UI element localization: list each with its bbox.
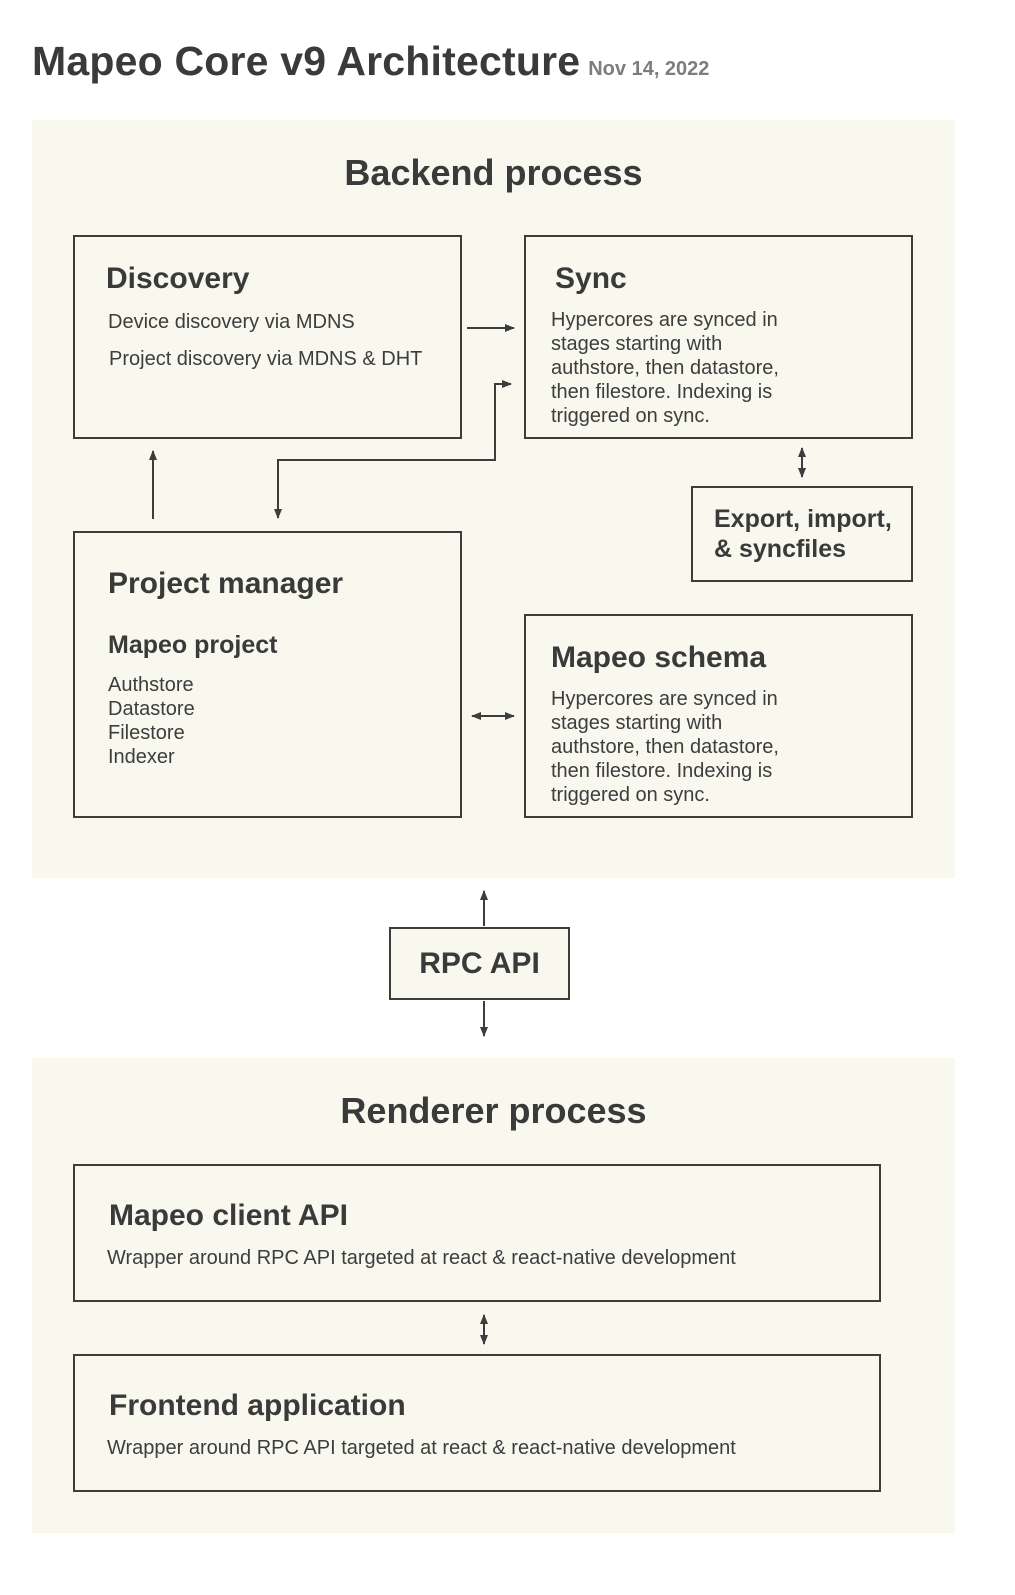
store-item: Indexer [108,746,175,768]
mapeo-schema-description: Hypercores are synced in stages starting… [551,688,779,806]
store-item: Filestore [108,722,185,744]
frontend-application-title: Frontend application [109,1389,406,1422]
page-header: Mapeo Core v9 Architecture Nov 14, 2022 [32,38,709,85]
frontend-application-box: Frontend application Wrapper around RPC … [73,1354,881,1492]
discovery-item: Device discovery via MDNS [108,311,355,333]
mapeo-client-api-box: Mapeo client API Wrapper around RPC API … [73,1164,881,1302]
frontend-application-description: Wrapper around RPC API targeted at react… [107,1437,736,1459]
export-import-box: Export, import, & syncfiles [691,486,913,582]
sync-box: Sync Hypercores are synced in stages sta… [524,235,913,439]
sync-description: Hypercores are synced in stages starting… [551,309,779,427]
discovery-box: Discovery Device discovery via MDNS Proj… [73,235,462,439]
mapeo-schema-box: Mapeo schema Hypercores are synced in st… [524,614,913,818]
backend-process-title: Backend process [344,152,643,193]
discovery-title: Discovery [106,262,250,295]
sync-title: Sync [555,262,627,295]
project-manager-box: Project manager Mapeo project Authstore … [73,531,462,818]
rpc-api-box: RPC API [389,927,570,1000]
mapeo-client-api-title: Mapeo client API [109,1199,348,1232]
rpc-api-label: RPC API [419,947,540,980]
store-item: Datastore [108,698,195,720]
export-import-title: Export, import, & syncfiles [714,505,892,563]
renderer-process-title: Renderer process [340,1090,647,1131]
discovery-item: Project discovery via MDNS & DHT [109,348,423,370]
page-title: Mapeo Core v9 Architecture [32,38,581,84]
project-manager-title: Project manager [108,567,344,600]
mapeo-client-api-description: Wrapper around RPC API targeted at react… [107,1247,736,1269]
page-date: Nov 14, 2022 [588,58,710,80]
mapeo-project-subtitle: Mapeo project [108,631,278,659]
store-item: Authstore [108,674,194,696]
mapeo-schema-title: Mapeo schema [551,641,767,674]
